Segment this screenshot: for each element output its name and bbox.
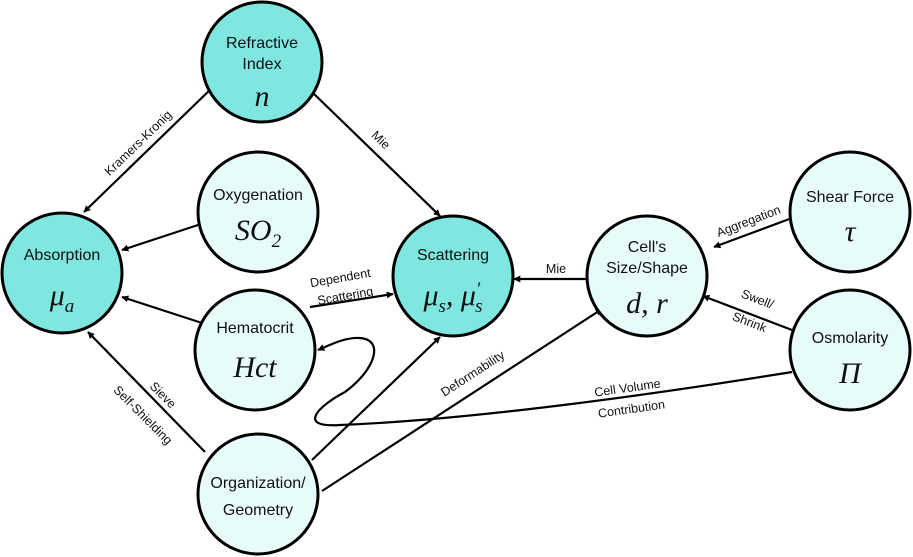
node-organization-geometry: Organization/ Geometry: [196, 432, 320, 556]
node-refractive-index: Refractive Index n: [200, 0, 324, 124]
edges: [83, 85, 793, 492]
cell-size-label-2: Size/Shape: [606, 260, 688, 277]
node-scattering: Scattering μs, μ′s: [391, 214, 515, 338]
node-absorption: Absorption μa: [0, 211, 124, 335]
cell-size-symbol: d, r: [626, 287, 668, 320]
absorption-symbol: μa: [49, 279, 75, 317]
osmolarity-symbol: Π: [838, 357, 863, 390]
oxygenation-symbol: SO2: [235, 214, 282, 252]
node-shear-force: Shear Force τ: [788, 150, 912, 274]
label-kramers-kronig: Kramers-Kronig: [102, 108, 175, 179]
refractive-index-label-2: Index: [242, 56, 281, 73]
shear-force-symbol: τ: [845, 215, 857, 248]
node-hematocrit: Hematocrit Hct: [193, 288, 317, 412]
node-osmolarity: Osmolarity Π: [788, 288, 912, 412]
edge-oxygenation-absorption: [121, 223, 199, 252]
label-contribution: Contribution: [597, 397, 666, 420]
edge-hematocrit-scattering: [309, 291, 394, 309]
label-mie-cell: Mie: [546, 262, 566, 276]
refractive-index-label-1: Refractive: [226, 35, 298, 52]
refractive-index-symbol: n: [255, 80, 270, 113]
scattering-label: Scattering: [417, 247, 489, 264]
label-mie-refractive: Mie: [369, 128, 393, 152]
cell-size-label-1: Cell's: [628, 239, 667, 256]
scattering-symbol: μs, μ′s: [422, 279, 482, 317]
label-swell: Swell/: [739, 287, 776, 312]
absorption-label: Absorption: [24, 247, 101, 264]
organization-label-2: Geometry: [223, 502, 293, 519]
edge-hematocrit-absorption: [121, 295, 203, 325]
node-cell-size-shape: Cell's Size/Shape d, r: [585, 214, 709, 338]
edge-organization-absorption: [87, 331, 206, 453]
edge-organization-scattering: [311, 336, 441, 461]
edge-absorption-refractive: [83, 85, 215, 213]
shear-force-label: Shear Force: [806, 189, 894, 206]
edge-osmolarity-hematocrit: [314, 336, 793, 427]
hematocrit-label: Hematocrit: [216, 320, 294, 337]
osmolarity-label: Osmolarity: [812, 330, 888, 347]
edge-refractive-scattering: [311, 91, 441, 217]
edge-shear-cellsize: [713, 216, 793, 249]
organization-label-1: Organization/: [210, 475, 306, 492]
edge-organization-cellsize: [321, 308, 603, 492]
edge-osmolarity-cellsize: [702, 294, 793, 332]
node-oxygenation: Oxygenation SO2: [196, 150, 320, 274]
label-sieve: Sieve: [147, 379, 179, 411]
hematocrit-symbol: Hct: [232, 351, 277, 384]
oxygenation-label: Oxygenation: [213, 187, 303, 204]
